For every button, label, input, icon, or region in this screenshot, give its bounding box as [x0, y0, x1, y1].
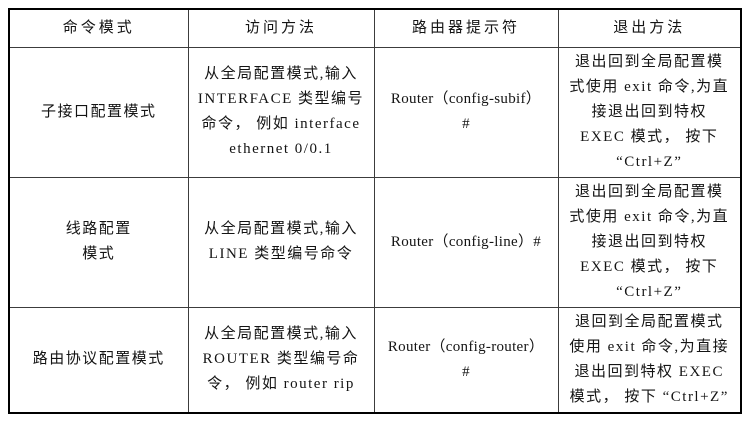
cell-router-prompt: Router（config-router） #: [373, 306, 559, 413]
header-exit-method: 退出方法: [557, 8, 742, 48]
table-row-subinterface-mode: 子接口配置模式 从全局配置模式,输入 INTERFACE 类型编号 命令， 例如…: [8, 46, 742, 178]
cell-router-prompt: Router（config-subif） #: [373, 46, 559, 178]
cell-exit-method: 退回到全局配置模式 使用 exit 命令,为直接 退出回到特权 EXEC 模式，…: [557, 306, 742, 413]
cell-access-method: 从全局配置模式,输入 INTERFACE 类型编号 命令， 例如 interfa…: [187, 46, 375, 178]
cell-command-mode: 子接口配置模式: [8, 46, 189, 178]
header-row: 命令模式 访问方法 路由器提示符 退出方法: [8, 8, 742, 48]
header-access-method: 访问方法: [187, 8, 375, 48]
cell-exit-method: 退出回到全局配置模 式使用 exit 命令,为直 接退出回到特权 EXEC 模式…: [557, 176, 742, 308]
cell-command-mode: 线路配置 模式: [8, 176, 189, 308]
table-row-routing-protocol-mode: 路由协议配置模式 从全局配置模式,输入 ROUTER 类型编号命 令， 例如 r…: [8, 306, 742, 413]
cell-command-mode: 路由协议配置模式: [8, 306, 189, 413]
cell-access-method: 从全局配置模式,输入 ROUTER 类型编号命 令， 例如 router rip: [187, 306, 375, 413]
cell-access-method: 从全局配置模式,输入 LINE 类型编号命令: [187, 176, 375, 308]
header-command-mode: 命令模式: [8, 8, 189, 48]
header-router-prompt: 路由器提示符: [373, 8, 559, 48]
document-page: 命令模式 访问方法 路由器提示符 退出方法 子接口配置模式 从全局配置模式,输入…: [0, 8, 748, 422]
cell-router-prompt: Router（config-line）#: [373, 176, 559, 308]
table-row-line-mode: 线路配置 模式 从全局配置模式,输入 LINE 类型编号命令 Router（co…: [8, 176, 742, 308]
router-command-modes-table: 命令模式 访问方法 路由器提示符 退出方法 子接口配置模式 从全局配置模式,输入…: [8, 8, 742, 414]
cell-exit-method: 退出回到全局配置模 式使用 exit 命令,为直 接退出回到特权 EXEC 模式…: [557, 46, 742, 178]
